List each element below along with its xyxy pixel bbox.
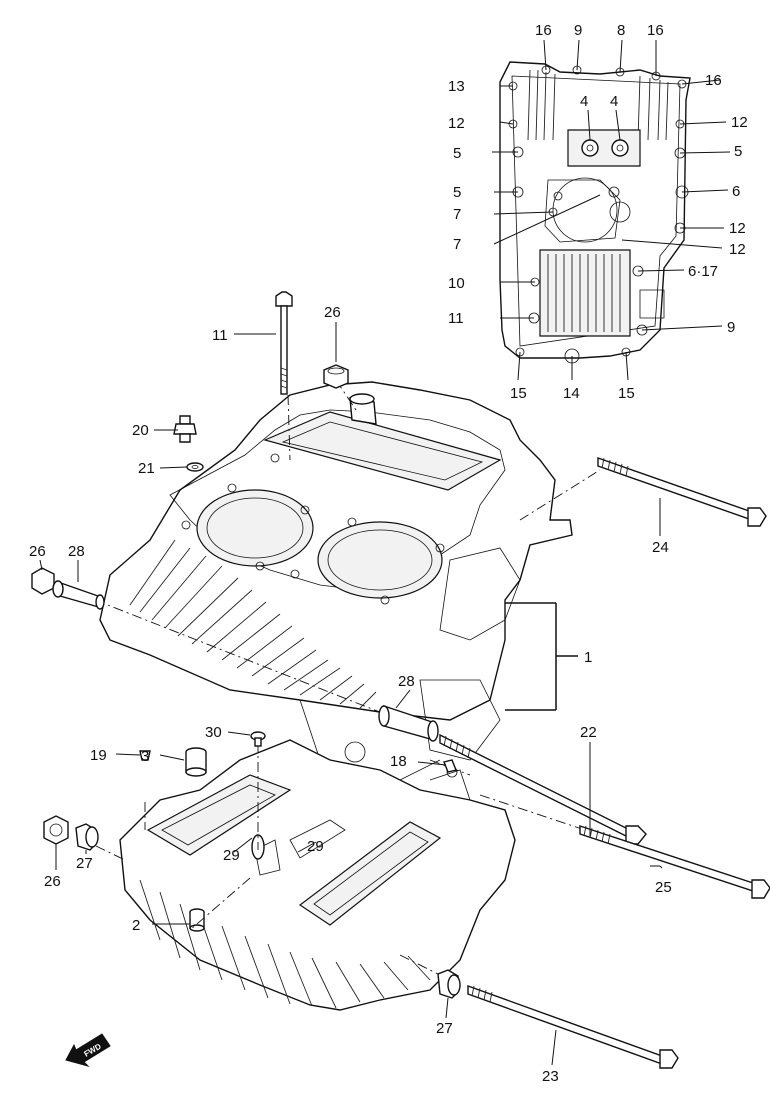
callout-22: 22 <box>580 724 597 741</box>
callout-8: 8 <box>617 22 625 39</box>
callout-10: 10 <box>448 275 465 292</box>
callout-7: 7 <box>453 206 461 223</box>
bolt-23 <box>467 985 679 1069</box>
jet-19 <box>139 750 151 761</box>
nut-26-bottom <box>43 815 69 845</box>
oil-pan <box>499 61 691 364</box>
lower-crankcase <box>119 739 516 1011</box>
leader-lines <box>39 39 731 1066</box>
sleeve-28-left <box>52 580 105 610</box>
callout-28: 28 <box>68 543 85 560</box>
callout-11: 11 <box>212 327 228 344</box>
callout-28: 28 <box>398 673 415 690</box>
callout-16: 16 <box>705 72 722 89</box>
screw-30 <box>250 731 266 747</box>
sleeve-28-right <box>378 705 439 742</box>
callout-16: 16 <box>535 22 552 39</box>
callout-12: 12 <box>448 115 465 132</box>
callout-16: 16 <box>647 22 664 39</box>
callout-29: 29 <box>307 838 324 855</box>
callout-25: 25 <box>655 879 672 896</box>
callout-1: 1 <box>584 649 592 666</box>
oil-pan-bolt <box>581 139 599 157</box>
callout-27: 27 <box>76 855 93 872</box>
callout-20: 20 <box>132 422 149 439</box>
jet-18 <box>443 759 457 773</box>
callout-26: 26 <box>324 304 341 321</box>
upper-crankcase <box>99 381 573 791</box>
plug-27-right <box>437 969 461 999</box>
callout-26: 26 <box>29 543 46 560</box>
callout-27: 27 <box>436 1020 453 1037</box>
callout-4: 4 <box>610 93 618 110</box>
nut-26-left <box>31 567 55 595</box>
callout-6-17: 6·17 <box>688 263 718 280</box>
nut-26-top <box>323 364 349 389</box>
callout-11: 11 <box>448 310 464 327</box>
plug-27-left <box>75 823 99 851</box>
callout-12: 12 <box>729 220 746 237</box>
callout-30: 30 <box>205 724 222 741</box>
callout-4: 4 <box>580 93 588 110</box>
washer-21 <box>186 462 204 472</box>
callout-12: 12 <box>729 241 746 258</box>
callout-29: 29 <box>223 847 240 864</box>
callout-2: 2 <box>132 917 140 934</box>
callout-labels: 16 9 8 16 13 16 4 4 12 12 5 5 5 6 7 12 7… <box>29 22 748 1085</box>
callout-3: 3 <box>141 748 149 765</box>
callout-7: 7 <box>453 236 461 253</box>
callout-6: 6 <box>732 183 740 200</box>
callout-5: 5 <box>734 143 742 160</box>
oil-pan-bolt <box>611 139 629 157</box>
fwd-arrow-icon: FWD <box>65 1033 111 1067</box>
bolt-22 <box>439 733 647 845</box>
bolt-11 <box>275 291 293 395</box>
fitting-20 <box>173 415 197 443</box>
callout-9: 9 <box>727 319 735 336</box>
bolt-25 <box>579 825 770 899</box>
callout-12: 12 <box>731 114 748 131</box>
callout-23: 23 <box>542 1068 559 1085</box>
callout-15: 15 <box>510 385 527 402</box>
callout-21: 21 <box>138 460 155 477</box>
callout-5: 5 <box>453 184 461 201</box>
callout-13: 13 <box>448 78 465 95</box>
dowel-3 <box>185 747 207 777</box>
bolt-24 <box>597 457 767 527</box>
callout-15: 15 <box>618 385 635 402</box>
callout-5: 5 <box>453 145 461 162</box>
callout-26: 26 <box>44 873 61 890</box>
callout-19: 19 <box>90 747 107 764</box>
callout-9: 9 <box>574 22 582 39</box>
callout-24: 24 <box>652 539 669 556</box>
callout-14: 14 <box>563 385 580 402</box>
callout-18: 18 <box>390 753 407 770</box>
